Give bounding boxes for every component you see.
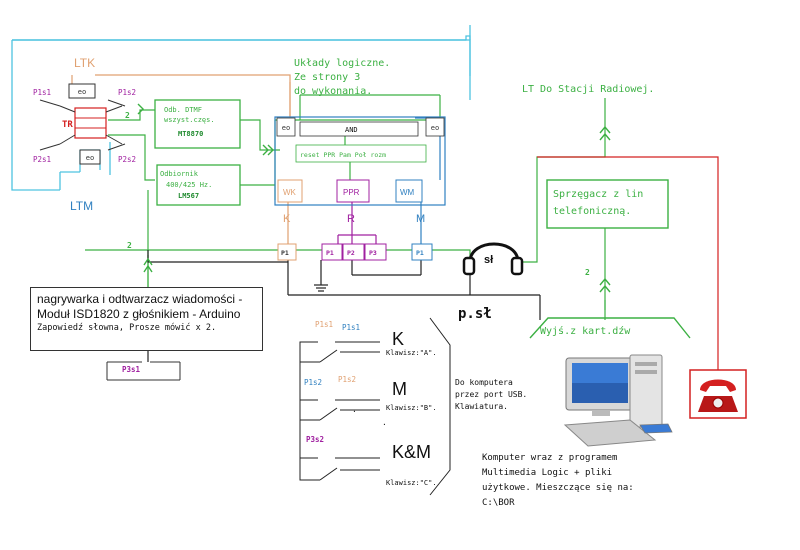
logic-title-line1: Układy logiczne. bbox=[294, 58, 390, 69]
keyboard-switches bbox=[299, 317, 451, 496]
k-p1s1-orange: P1s1 bbox=[315, 320, 333, 329]
k-p1s1-blue: P1s1 bbox=[342, 323, 360, 332]
lm567-line2: 400/425 Hz. bbox=[166, 181, 212, 189]
computer-note-line2: Multimedia Logic + pliki bbox=[482, 468, 612, 478]
logic-title-line3: do wykonania. bbox=[294, 86, 372, 97]
ppr-label: PPR bbox=[343, 188, 360, 197]
logic-row-label: reset PPR Pam Poł rozm bbox=[300, 151, 386, 159]
km-p3s2-label: P3s2 bbox=[306, 435, 324, 444]
dtmf-receiver-box: Odb. DTMF wszyst.częs. MT8870 bbox=[154, 99, 241, 149]
p1s2-label: P1s2 bbox=[118, 88, 136, 97]
lm567-receiver-box: Odbiornik 400/425 Hz. LM567 bbox=[156, 164, 241, 206]
tr-label: TR bbox=[62, 120, 73, 130]
r-relay-label: R bbox=[347, 213, 355, 225]
headphones-icon: sł bbox=[462, 242, 524, 276]
purple-wiring bbox=[337, 200, 377, 244]
m-big-label: M bbox=[392, 379, 407, 399]
usb-note-line3: Klawiatura. bbox=[455, 402, 508, 411]
lt-title: LT Do Stacji Radiowej. bbox=[522, 84, 654, 95]
p2s1-label: P2s1 bbox=[33, 155, 51, 164]
dtmf-line3: MT8870 bbox=[178, 130, 203, 138]
dot-b: . bbox=[352, 405, 357, 414]
wyjs-label: Wyjś.z kart.dźw bbox=[540, 325, 631, 337]
km-big-label: K&M bbox=[392, 442, 431, 462]
isd1820-recorder-box: nagrywarka i odtwarzacz wiadomości - Mod… bbox=[30, 287, 263, 351]
lm567-line1: Odbiornik bbox=[160, 170, 199, 178]
wm-label: WM bbox=[400, 188, 415, 197]
relay-p1-m: P1 bbox=[416, 249, 424, 257]
klawisz-a: Klawisz:"A". bbox=[386, 349, 437, 357]
relay-p1-k: P1 bbox=[281, 249, 289, 257]
red-telephone-icon bbox=[689, 369, 747, 419]
lm567-line3: LM567 bbox=[178, 192, 199, 200]
m-p1s2-orange: P1s2 bbox=[338, 375, 356, 384]
red-wiring bbox=[537, 156, 719, 372]
sound-card-output: Wyjś.z kart.dźw bbox=[529, 317, 691, 339]
logic-title-line2: Ze strony 3 bbox=[294, 72, 360, 83]
relays: P1 P1 P2 P3 P1 bbox=[277, 243, 433, 261]
wk-label: WK bbox=[283, 188, 297, 197]
ltk-label: LTK bbox=[74, 56, 95, 70]
relay-p2-r: P2 bbox=[347, 249, 355, 257]
and-gate-label: AND bbox=[345, 126, 358, 134]
wire-number-2-top: 2 bbox=[125, 111, 130, 120]
usb-note-line2: przez port USB. bbox=[455, 390, 527, 399]
p3s1-label: P3s1 bbox=[122, 365, 141, 374]
recorder-line2: Moduł ISD1820 z głośnikiem - Arduino bbox=[37, 307, 241, 321]
eo-bottom-label: eo bbox=[86, 154, 94, 162]
eo-left-label: eo bbox=[282, 124, 290, 132]
relay-p1-r: P1 bbox=[326, 249, 334, 257]
m-relay-label: M bbox=[416, 213, 425, 225]
transformer-tr: eo TR eo bbox=[39, 83, 126, 165]
p2s2-label: P2s2 bbox=[118, 155, 136, 164]
k-big-label: K bbox=[392, 329, 404, 349]
k-relay-label: K bbox=[283, 213, 291, 225]
eo-right-label: eo bbox=[431, 124, 439, 132]
dot-c: . bbox=[382, 418, 387, 427]
dtmf-line1: Odb. DTMF bbox=[164, 106, 202, 114]
ltm-label: LTM bbox=[70, 199, 93, 213]
klawisz-c: Klawisz:"C". bbox=[386, 479, 437, 487]
computer-icon bbox=[563, 354, 673, 447]
usb-note-line1: Do komputera bbox=[455, 378, 513, 387]
eo-top-label: eo bbox=[78, 88, 86, 96]
dtmf-line2: wszyst.częs. bbox=[164, 116, 215, 124]
computer-note-line1: Komputer wraz z programem bbox=[482, 453, 617, 463]
computer-note-line4: C:\BOR bbox=[482, 498, 515, 508]
sprzegacz-line1: Sprzęgacz z lin bbox=[553, 189, 643, 200]
m-p1s2-blue: P1s2 bbox=[304, 378, 322, 387]
klawisz-b: Klawisz:"B". bbox=[386, 404, 437, 412]
recorder-line1: nagrywarka i odtwarzacz wiadomości - bbox=[37, 292, 243, 306]
computer-note-line3: użytkowe. Mieszczące się na: bbox=[482, 483, 634, 493]
sprzegacz-line2: telefoniczną. bbox=[553, 206, 631, 217]
p3s1-switch: P3s1 bbox=[106, 361, 181, 381]
green-arrows bbox=[137, 103, 611, 293]
black-wiring bbox=[147, 250, 541, 362]
logic-block: eo eo AND reset PPR Pam Poł rozm WK PPR … bbox=[274, 116, 446, 206]
wire-number-2-bottom: 2 bbox=[127, 241, 132, 250]
recorder-line3: Zapowiedź słowna, Prosze mówić x 2. bbox=[37, 323, 217, 333]
psl-label: p.sł bbox=[458, 306, 492, 322]
sl-label: sł bbox=[484, 254, 493, 266]
p1s1-label: P1s1 bbox=[33, 88, 51, 97]
wire-number-2-right: 2 bbox=[585, 268, 590, 277]
relay-p3-r: P3 bbox=[369, 249, 377, 257]
sprzegacz-box: Sprzęgacz z lin telefoniczną. bbox=[546, 179, 669, 229]
